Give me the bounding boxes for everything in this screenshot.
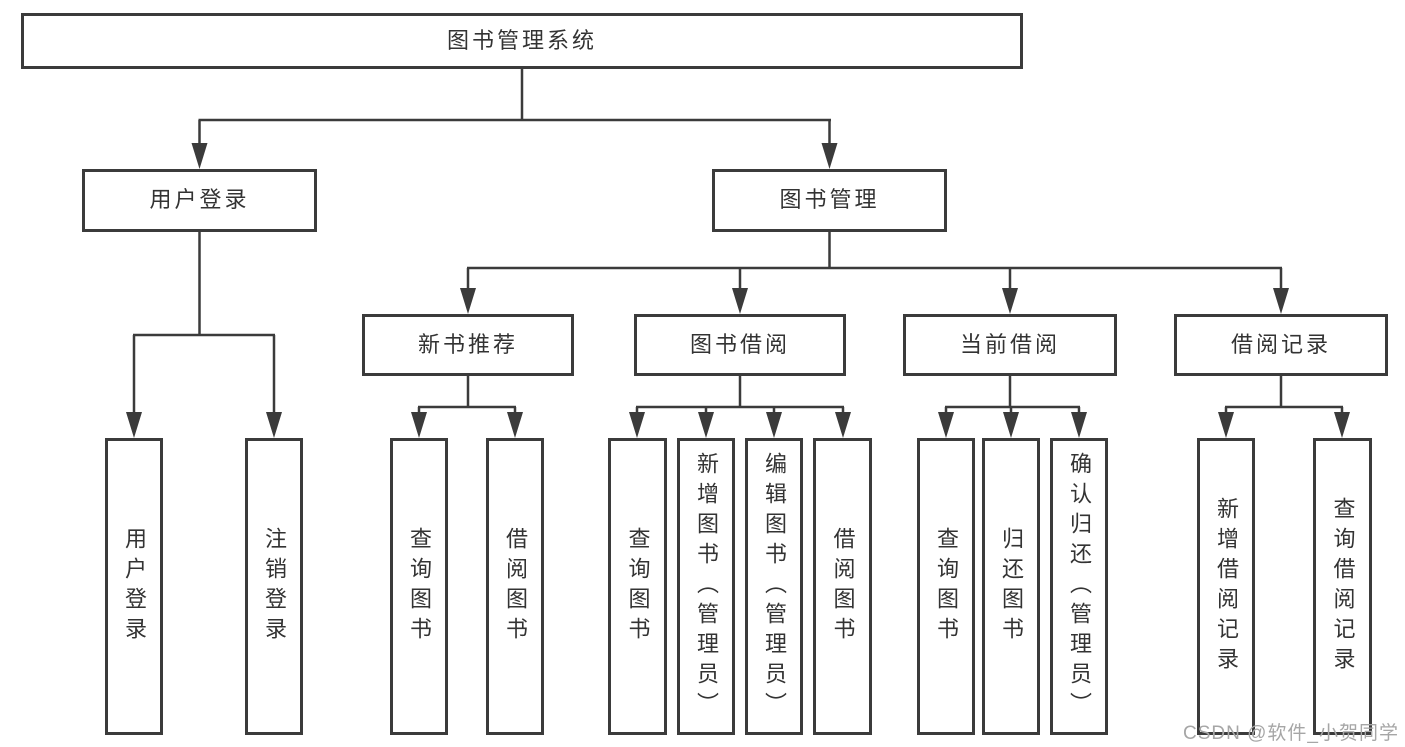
node-root-library-management-system: 图书管理系统 [21, 13, 1023, 69]
node-label: 新增借阅记录 [1214, 496, 1239, 677]
leaf-query-books-current: 查询图书 [917, 438, 975, 735]
leaf-add-books-admin: 新增图书（管理员） [677, 438, 735, 735]
node-label: 借阅记录 [1230, 331, 1331, 357]
node-label: 用户登录 [122, 526, 147, 647]
leaf-borrow-books-borrowing: 借阅图书 [813, 438, 872, 735]
node-label: 当前借阅 [959, 331, 1060, 357]
leaf-add-borrow-record: 新增借阅记录 [1197, 438, 1255, 735]
leaf-query-borrow-record: 查询借阅记录 [1313, 438, 1372, 735]
leaf-confirm-return-admin: 确认归还（管理员） [1050, 438, 1108, 735]
node-label: 注销登录 [262, 526, 287, 647]
node-label: 图书借阅 [689, 331, 790, 357]
node-user-login: 用户登录 [82, 169, 317, 232]
node-label: 查询图书 [934, 526, 959, 647]
leaf-query-books-borrowing: 查询图书 [608, 438, 667, 735]
node-label: 用户登录 [149, 187, 250, 213]
node-label: 查询图书 [407, 526, 432, 647]
arrowhead-icons [126, 143, 1350, 438]
node-label: 新书推荐 [417, 331, 518, 357]
node-label: 图书管理 [779, 187, 880, 213]
leaf-borrow-books-recommend: 借阅图书 [486, 438, 544, 735]
node-label: 借阅图书 [503, 526, 528, 647]
leaf-query-books-recommend: 查询图书 [390, 438, 448, 735]
node-current-borrowing: 当前借阅 [903, 314, 1117, 376]
node-label: 借阅图书 [830, 526, 856, 647]
leaf-edit-books-admin: 编辑图书（管理员） [745, 438, 803, 735]
node-book-borrowing: 图书借阅 [634, 314, 846, 376]
node-book-management: 图书管理 [712, 169, 947, 232]
csdn-watermark: CSDN @软件_小贺同学 [1183, 723, 1399, 744]
node-label: 图书管理系统 [446, 27, 597, 53]
node-label: 归还图书 [999, 526, 1024, 647]
node-label: 查询图书 [625, 526, 651, 647]
leaf-user-login: 用户登录 [105, 438, 163, 735]
leaf-return-books: 归还图书 [982, 438, 1040, 735]
node-new-book-recommendation: 新书推荐 [362, 314, 574, 376]
node-label: 新增图书（管理员） [694, 451, 719, 722]
node-label: 编辑图书（管理员） [762, 451, 787, 722]
leaf-logout-login: 注销登录 [245, 438, 303, 735]
node-borrowing-records: 借阅记录 [1174, 314, 1388, 376]
node-label: 查询借阅记录 [1330, 496, 1356, 677]
node-label: 确认归还（管理员） [1067, 451, 1092, 722]
